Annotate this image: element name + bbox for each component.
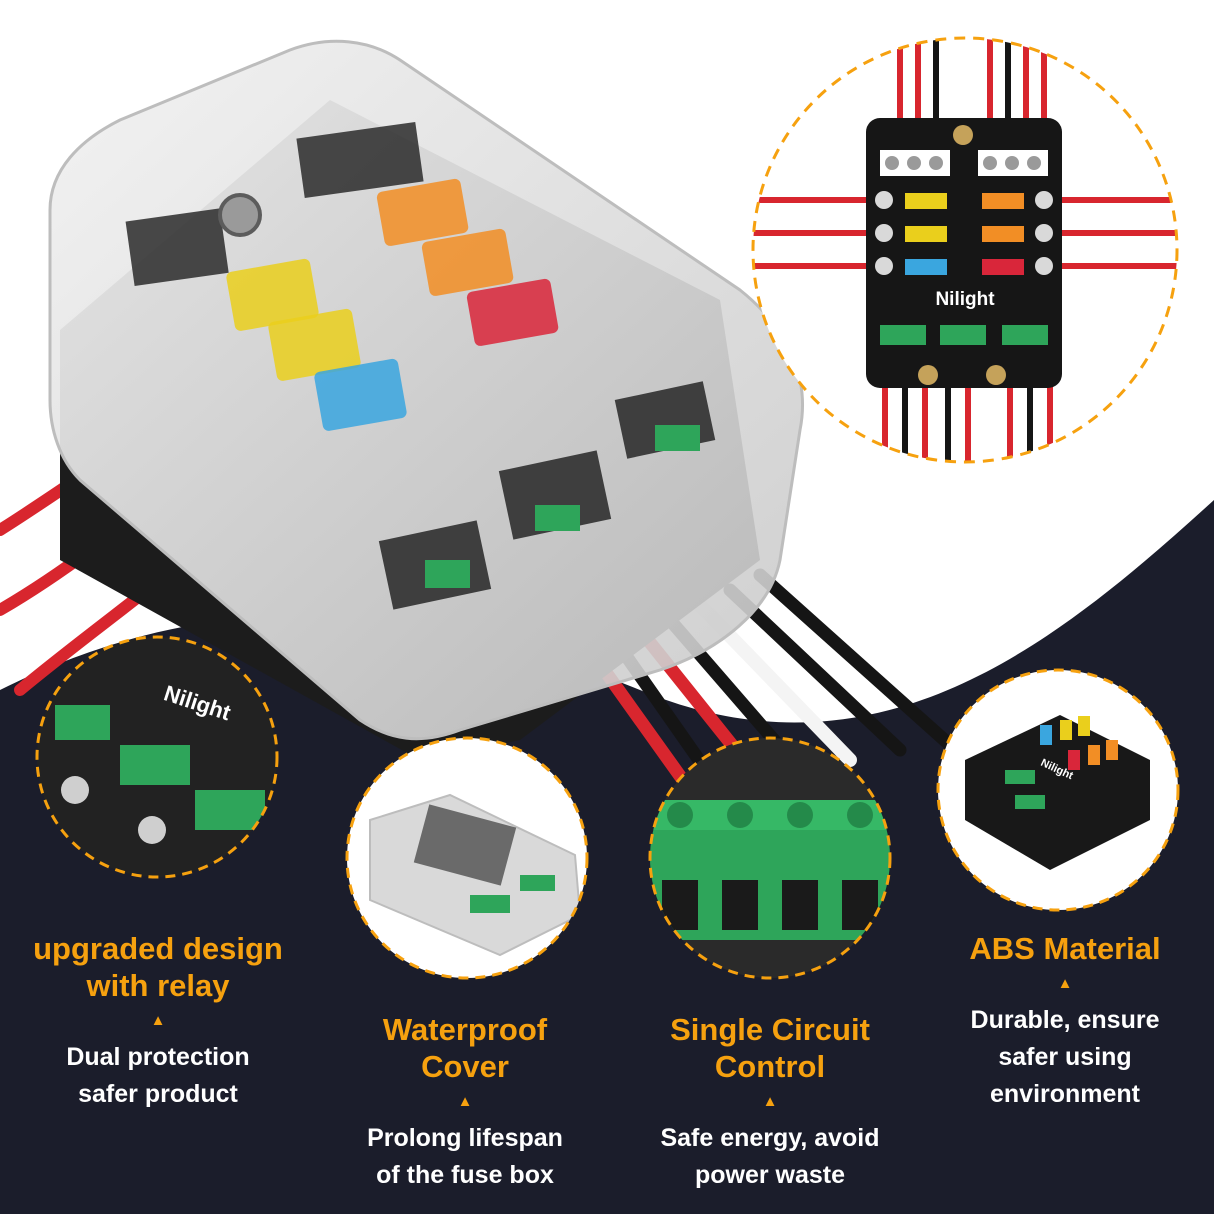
inset-logo: Nilight: [935, 289, 995, 310]
arrow-up-icon: ▲: [762, 1093, 778, 1110]
inset-wires-top: [897, 38, 1047, 120]
housing-closeup-circle: Nilight: [936, 668, 1180, 912]
cover-closeup-circle: [345, 736, 589, 980]
main-box-terminals: [378, 381, 716, 610]
relay-closeup-circle: Nilight: [35, 635, 279, 879]
top-view-inset: Nilight: [751, 36, 1179, 464]
arrow-up-icon: ▲: [457, 1093, 473, 1110]
main-fuse-box: [48, 39, 804, 760]
inset-wires-sides: [753, 197, 1177, 269]
arrow-up-icon: ▲: [1057, 975, 1073, 992]
feature-title: ABS Material: [969, 931, 1161, 966]
arrow-up-icon: ▲: [150, 1012, 166, 1029]
terminal-closeup-circle: [648, 736, 892, 980]
